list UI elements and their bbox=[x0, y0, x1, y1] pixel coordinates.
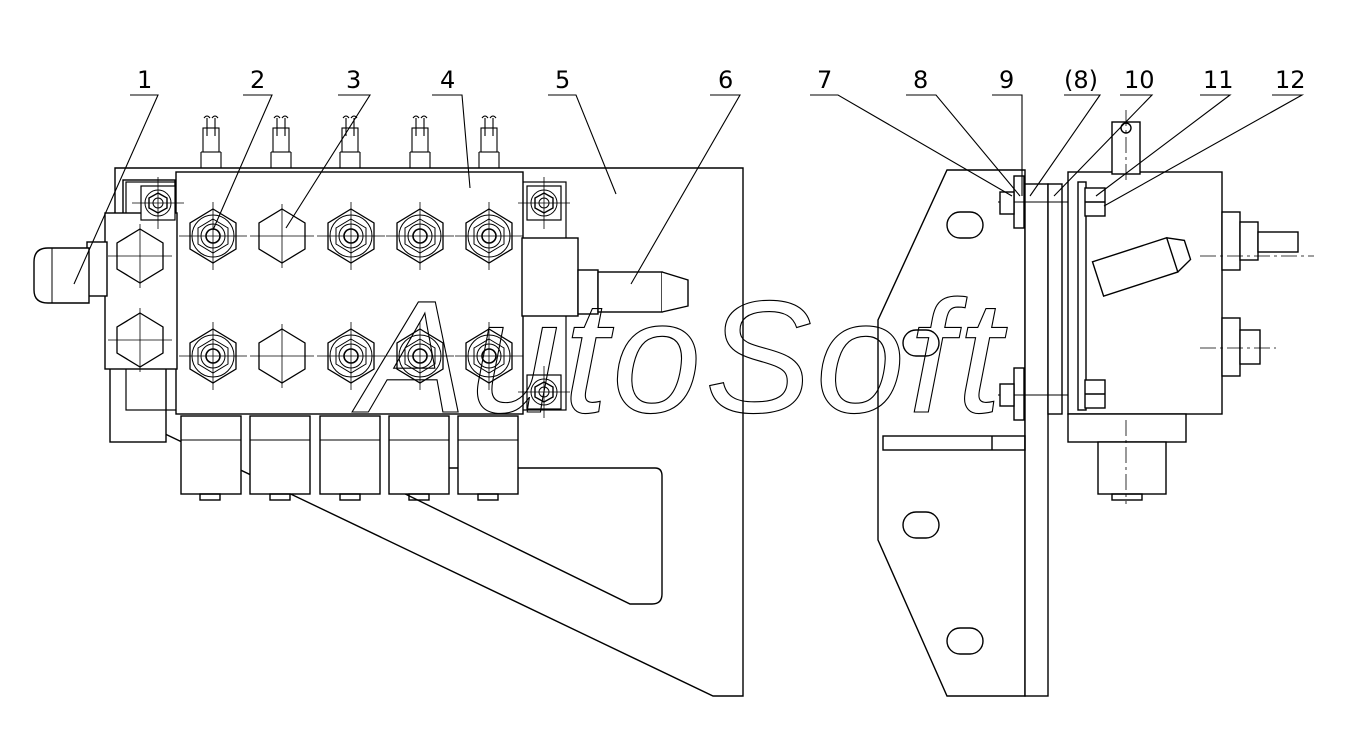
callout-10: 10 bbox=[1124, 66, 1155, 94]
callouts bbox=[73, 94, 1305, 285]
callout-12: 12 bbox=[1275, 66, 1306, 94]
callout-6: 6 bbox=[718, 66, 733, 94]
right-view bbox=[877, 121, 1299, 697]
callout-11: 11 bbox=[1203, 66, 1234, 94]
callout-9: 9 bbox=[999, 66, 1014, 94]
callout-1: 1 bbox=[137, 66, 152, 94]
callout-8-ref: (8) bbox=[1064, 66, 1098, 94]
watermark: AutoSoft bbox=[352, 267, 1007, 446]
callout-8: 8 bbox=[913, 66, 928, 94]
callout-4: 4 bbox=[440, 66, 455, 94]
elbow-fitting bbox=[33, 247, 90, 304]
callout-7: 7 bbox=[817, 66, 832, 94]
right-view-centerlines bbox=[1125, 110, 1314, 504]
callout-5: 5 bbox=[555, 66, 570, 94]
bracket-slot bbox=[392, 467, 663, 605]
outlet-fitting bbox=[597, 271, 663, 313]
bracket-side bbox=[877, 169, 1026, 697]
callout-2: 2 bbox=[250, 66, 265, 94]
valve-body-side bbox=[1067, 171, 1223, 415]
connector-row bbox=[200, 115, 500, 169]
callout-3: 3 bbox=[346, 66, 361, 94]
solenoid-row bbox=[180, 415, 519, 501]
callout-labels: 1 2 3 4 5 6 7 8 9 (8) 10 11 12 bbox=[137, 66, 1306, 94]
